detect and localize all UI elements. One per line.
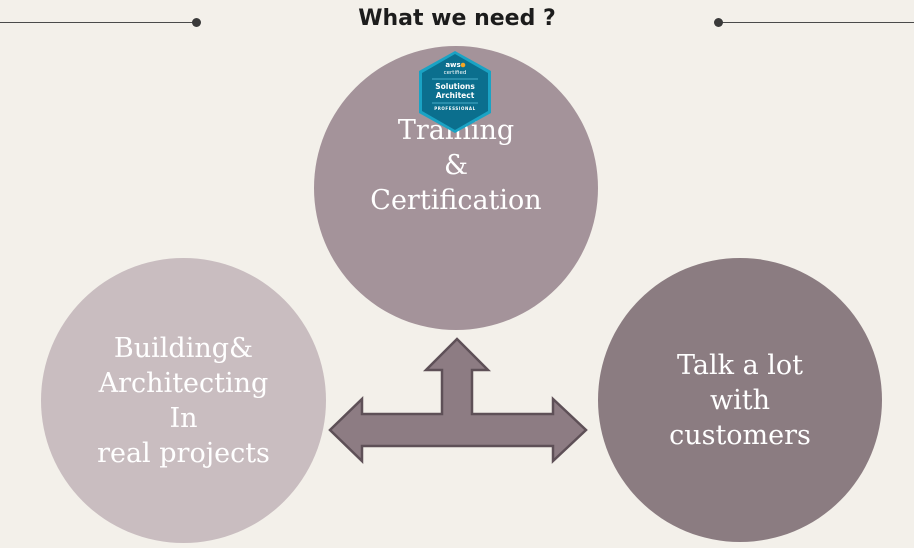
slide-title: What we need ? [358, 6, 556, 31]
title-rule-left-dot [192, 18, 201, 27]
badge-level: PROFESSIONAL [434, 106, 476, 111]
title-rule-right [718, 22, 914, 23]
badge-check-icon [460, 62, 466, 68]
talk-customers-circle: Talk a lot with customers [598, 258, 882, 542]
talk-customers-label: Talk a lot with customers [669, 349, 811, 451]
badge-line2: Architect [436, 91, 475, 100]
badge-certified: certified [444, 70, 467, 76]
building-architecting-label: Building& Architecting In real projects [97, 332, 270, 469]
three-way-arrow-shape [328, 337, 588, 464]
title-rule-right-dot [714, 18, 723, 27]
building-architecting-circle: Building& Architecting In real projects [41, 258, 326, 543]
aws-certification-badge-icon: aws certified Solutions Architect PROFES… [419, 51, 491, 133]
title-rule-left [0, 22, 196, 23]
badge-brand: aws [445, 61, 460, 69]
badge-line1: Solutions [435, 82, 475, 91]
